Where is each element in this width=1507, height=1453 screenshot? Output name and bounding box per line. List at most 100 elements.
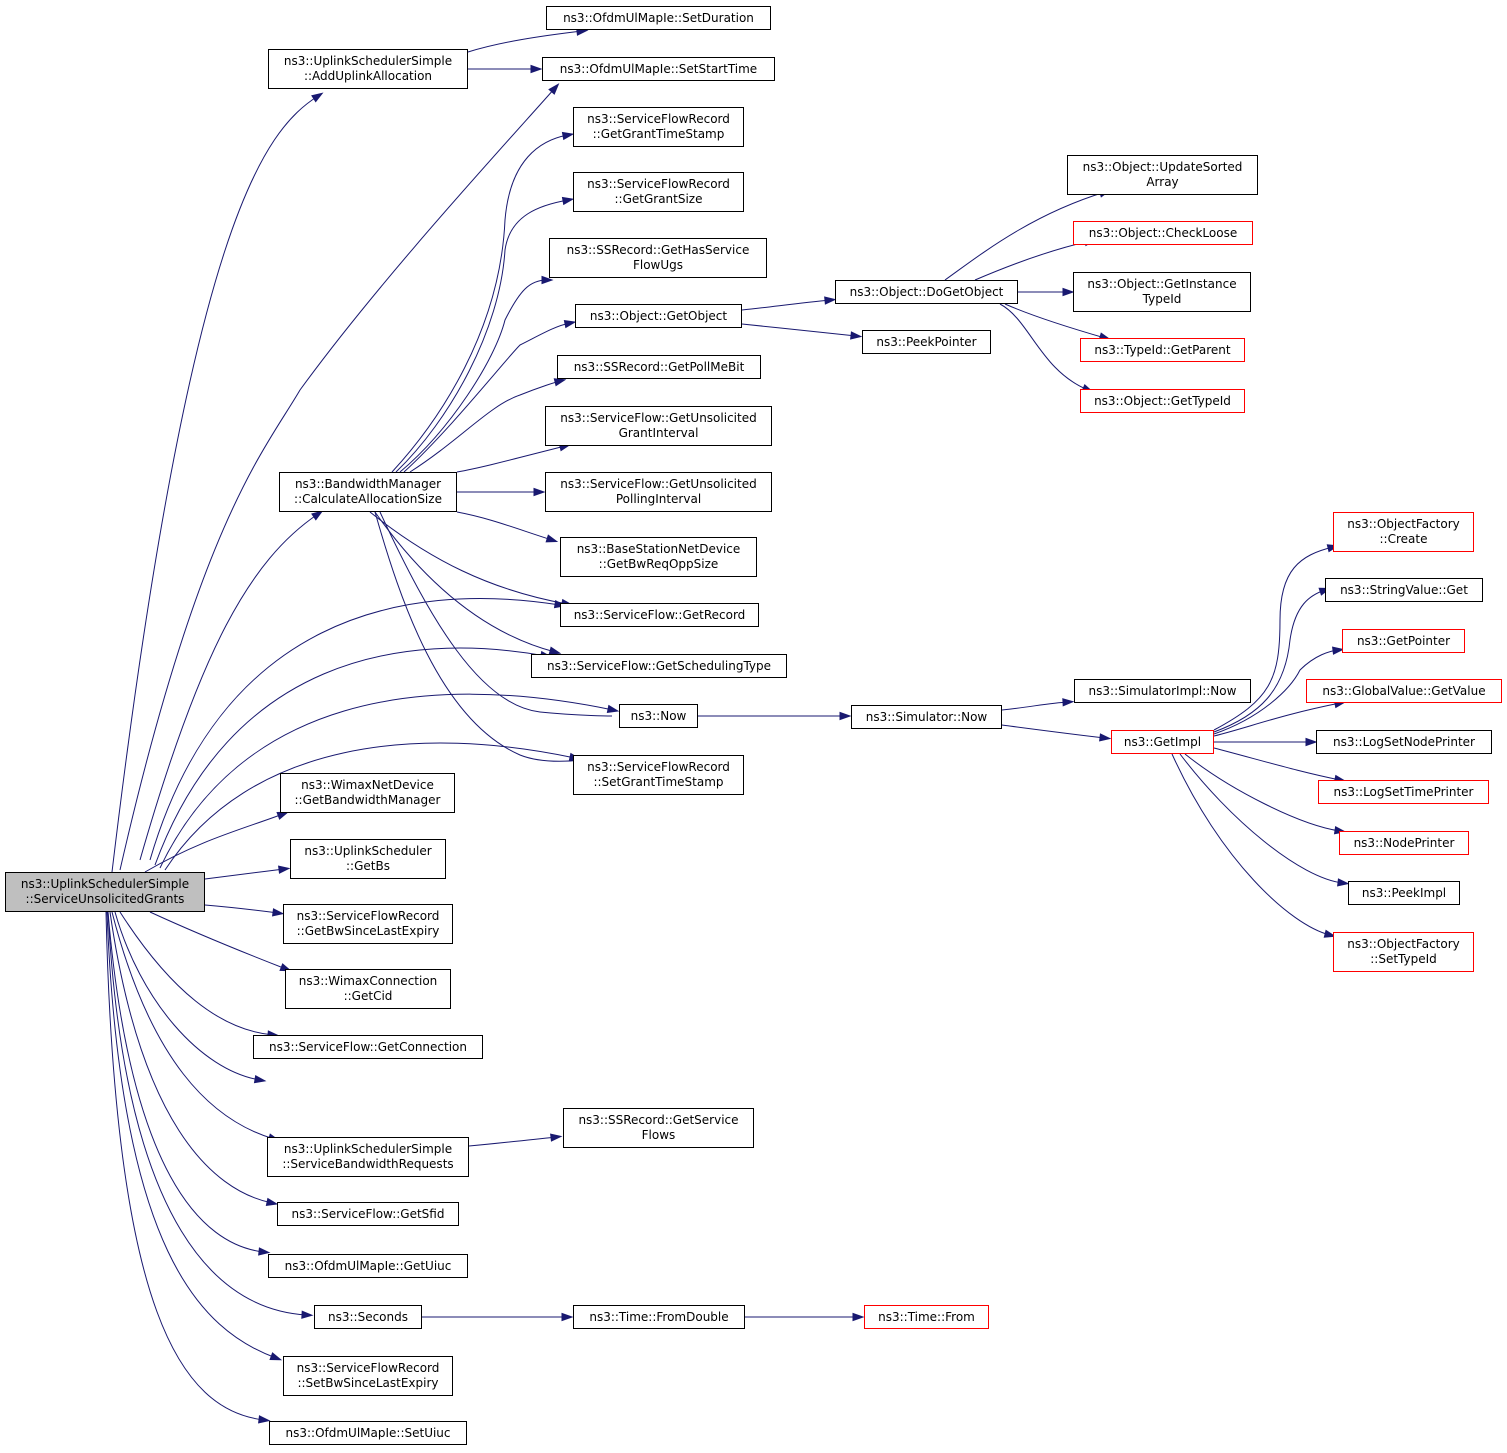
node-get-grant-size[interactable]: ns3::ServiceFlowRecord ::GetGrantSize bbox=[573, 172, 744, 212]
arrowhead-get-object-to-peek-pointer bbox=[850, 331, 863, 340]
arrowhead-root-to-get-bs bbox=[278, 865, 291, 874]
node-object-factory-set-type-id[interactable]: ns3::ObjectFactory ::SetTypeId bbox=[1333, 932, 1474, 972]
node-log-set-time-printer[interactable]: ns3::LogSetTimePrinter bbox=[1318, 780, 1489, 804]
arrowhead-root-to-get-uiuc bbox=[258, 1247, 271, 1256]
edge-get-impl-to-global-value-get-value bbox=[1213, 702, 1341, 737]
edge-root-to-set-uiuc bbox=[105, 911, 265, 1421]
node-get-scheduling-type[interactable]: ns3::ServiceFlow::GetSchedulingType bbox=[531, 654, 787, 678]
arrowhead-root-to-set-uiuc bbox=[258, 1415, 271, 1424]
node-get-pointer[interactable]: ns3::GetPointer bbox=[1342, 629, 1465, 653]
edge-root-to-add-uplink-allocation bbox=[111, 95, 319, 873]
node-set-duration[interactable]: ns3::OfdmUlMapIe::SetDuration bbox=[546, 6, 771, 30]
arrowhead-time-from-double-to-time-from bbox=[852, 1312, 865, 1322]
arrowhead-get-impl-to-log-set-node-printer bbox=[1305, 737, 1318, 747]
arrowhead-calculate-allocation-size-to-get-scheduling-type bbox=[548, 646, 562, 655]
edge-get-impl-to-object-factory-set-type-id bbox=[1171, 753, 1331, 936]
node-get-bw-req-opp-size[interactable]: ns3::BaseStationNetDevice ::GetBwReqOppS… bbox=[560, 537, 757, 577]
edge-root-to-get-scheduling-type bbox=[154, 647, 547, 866]
node-set-uiuc[interactable]: ns3::OfdmUlMapIe::SetUiuc bbox=[269, 1421, 467, 1445]
edge-calculate-allocation-size-to-get-has-service-flow-ugs bbox=[399, 279, 548, 473]
node-get-unsolicited-polling-interval[interactable]: ns3::ServiceFlow::GetUnsolicited Polling… bbox=[545, 472, 772, 512]
node-check-loose[interactable]: ns3::Object::CheckLoose bbox=[1073, 221, 1253, 245]
arrowhead-root-to-set-bw-since-last-expiry bbox=[269, 1352, 283, 1361]
node-seconds[interactable]: ns3::Seconds bbox=[314, 1305, 422, 1329]
node-get-bs[interactable]: ns3::UplinkScheduler ::GetBs bbox=[290, 839, 446, 879]
node-calculate-allocation-size[interactable]: ns3::BandwidthManager ::CalculateAllocat… bbox=[279, 472, 457, 512]
arrowhead-calculate-allocation-size-to-get-poll-me-bit bbox=[553, 378, 567, 387]
edge-get-impl-to-log-set-time-printer bbox=[1213, 747, 1341, 781]
node-get-unsolicited-grant-interval[interactable]: ns3::ServiceFlow::GetUnsolicited GrantIn… bbox=[545, 406, 772, 446]
edge-root-to-set-bw-since-last-expiry bbox=[106, 911, 277, 1359]
node-simulator-impl-now[interactable]: ns3::SimulatorImpl::Now bbox=[1074, 679, 1251, 703]
node-get-bandwidth-manager[interactable]: ns3::WimaxNetDevice ::GetBandwidthManage… bbox=[280, 773, 455, 813]
arrowhead-get-impl-to-get-pointer bbox=[1332, 646, 1345, 655]
node-get-type-id[interactable]: ns3::Object::GetTypeId bbox=[1080, 389, 1245, 413]
edge-do-get-object-to-get-parent bbox=[1004, 303, 1106, 339]
node-get-cid[interactable]: ns3::WimaxConnection ::GetCid bbox=[285, 969, 451, 1009]
node-peek-impl[interactable]: ns3::PeekImpl bbox=[1348, 881, 1460, 905]
edge-calculate-allocation-size-to-get-bw-req-opp-size bbox=[456, 511, 553, 541]
node-do-get-object[interactable]: ns3::Object::DoGetObject bbox=[835, 280, 1018, 304]
edge-get-impl-to-object-factory-create bbox=[1213, 546, 1334, 731]
node-set-bw-since-last-expiry[interactable]: ns3::ServiceFlowRecord ::SetBwSinceLastE… bbox=[283, 1356, 453, 1396]
edge-calculate-allocation-size-to-get-object bbox=[403, 322, 571, 473]
node-node-printer[interactable]: ns3::NodePrinter bbox=[1339, 831, 1469, 855]
node-get-parent[interactable]: ns3::TypeId::GetParent bbox=[1080, 338, 1245, 362]
node-get-bw-since-last-expiry[interactable]: ns3::ServiceFlowRecord ::GetBwSinceLastE… bbox=[283, 904, 453, 944]
node-time-from[interactable]: ns3::Time::From bbox=[864, 1305, 989, 1329]
arrowhead-seconds-to-time-from-double bbox=[561, 1312, 574, 1322]
node-get-uiuc[interactable]: ns3::OfdmUlMapIe::GetUiuc bbox=[268, 1254, 468, 1278]
node-now[interactable]: ns3::Now bbox=[619, 704, 698, 728]
node-get-impl[interactable]: ns3::GetImpl bbox=[1111, 730, 1214, 754]
edge-calculate-allocation-size-to-get-poll-me-bit bbox=[409, 380, 561, 473]
edge-do-get-object-to-get-type-id bbox=[999, 303, 1089, 391]
arrowhead-get-impl-to-object-factory-set-type-id bbox=[1323, 929, 1337, 938]
edge-calculate-allocation-size-to-get-unsolicited-grant-interval bbox=[456, 445, 566, 473]
arrowhead-root-to-seconds bbox=[301, 1310, 314, 1319]
node-get-record[interactable]: ns3::ServiceFlow::GetRecord bbox=[560, 603, 759, 627]
edge-root-to-get-sfid bbox=[109, 911, 273, 1204]
node-get-instance-type-id[interactable]: ns3::Object::GetInstance TypeId bbox=[1073, 272, 1251, 312]
edge-root-to-get-connection bbox=[119, 911, 274, 1036]
edge-root-to-get-cid bbox=[149, 911, 287, 970]
node-global-value-get-value[interactable]: ns3::GlobalValue::GetValue bbox=[1306, 679, 1502, 703]
edge-root-to-get-service-flows bbox=[114, 911, 261, 1081]
node-get-grant-time-stamp[interactable]: ns3::ServiceFlowRecord ::GetGrantTimeSta… bbox=[573, 107, 744, 147]
arrowhead-root-to-get-bandwidth-manager bbox=[276, 811, 290, 820]
edge-root-to-get-bw-since-last-expiry bbox=[204, 904, 279, 914]
edge-root-to-get-uiuc bbox=[107, 911, 265, 1253]
edge-root-to-set-grant-time-stamp bbox=[164, 742, 576, 871]
arrowhead-simulator-now-to-simulator-impl-now bbox=[1062, 698, 1075, 707]
node-get-object[interactable]: ns3::Object::GetObject bbox=[575, 304, 742, 328]
arrowhead-root-to-get-sfid bbox=[265, 1197, 279, 1206]
node-simulator-now[interactable]: ns3::Simulator::Now bbox=[851, 705, 1002, 729]
node-get-service-flows[interactable]: ns3::SSRecord::GetService Flows bbox=[563, 1108, 754, 1148]
node-object-factory-create[interactable]: ns3::ObjectFactory ::Create bbox=[1333, 512, 1474, 552]
node-get-has-service-flow-ugs[interactable]: ns3::SSRecord::GetHasService FlowUgs bbox=[549, 238, 767, 278]
edge-calculate-allocation-size-to-now bbox=[379, 511, 613, 717]
edge-root-to-now bbox=[159, 693, 614, 869]
node-set-start-time[interactable]: ns3::OfdmUlMapIe::SetStartTime bbox=[542, 57, 775, 81]
arrowhead-calculate-allocation-size-to-get-grant-time-stamp bbox=[561, 131, 575, 141]
edge-root-to-get-bandwidth-manager bbox=[144, 813, 284, 873]
arrowhead-calculate-allocation-size-to-get-bw-req-opp-size bbox=[545, 534, 559, 543]
node-add-uplink-allocation[interactable]: ns3::UplinkSchedulerSimple ::AddUplinkAl… bbox=[268, 49, 468, 89]
node-update-sorted-array[interactable]: ns3::Object::UpdateSorted Array bbox=[1067, 155, 1258, 195]
node-service-bandwidth-requests[interactable]: ns3::UplinkSchedulerSimple ::ServiceBand… bbox=[267, 1137, 469, 1177]
node-peek-pointer[interactable]: ns3::PeekPointer bbox=[862, 330, 991, 354]
edge-calculate-allocation-size-to-get-record bbox=[369, 511, 568, 605]
node-get-sfid[interactable]: ns3::ServiceFlow::GetSfid bbox=[277, 1202, 459, 1226]
edge-calculate-allocation-size-to-get-scheduling-type bbox=[374, 511, 556, 653]
node-get-connection[interactable]: ns3::ServiceFlow::GetConnection bbox=[253, 1035, 483, 1059]
edge-do-get-object-to-update-sorted-array bbox=[944, 191, 1106, 281]
edge-get-impl-to-peek-impl bbox=[1179, 753, 1344, 884]
arrowhead-add-uplink-allocation-to-set-start-time bbox=[530, 64, 543, 74]
node-time-from-double[interactable]: ns3::Time::FromDouble bbox=[573, 1305, 745, 1329]
node-get-poll-me-bit[interactable]: ns3::SSRecord::GetPollMeBit bbox=[557, 355, 761, 379]
node-set-grant-time-stamp[interactable]: ns3::ServiceFlowRecord ::SetGrantTimeSta… bbox=[573, 755, 744, 795]
edge-get-object-to-peek-pointer bbox=[741, 323, 857, 337]
node-log-set-node-printer[interactable]: ns3::LogSetNodePrinter bbox=[1316, 730, 1492, 754]
node-string-value-get[interactable]: ns3::StringValue::Get bbox=[1325, 578, 1483, 602]
arrowhead-root-to-calculate-allocation-size bbox=[311, 510, 324, 521]
edge-root-to-service-bandwidth-requests bbox=[111, 911, 275, 1140]
